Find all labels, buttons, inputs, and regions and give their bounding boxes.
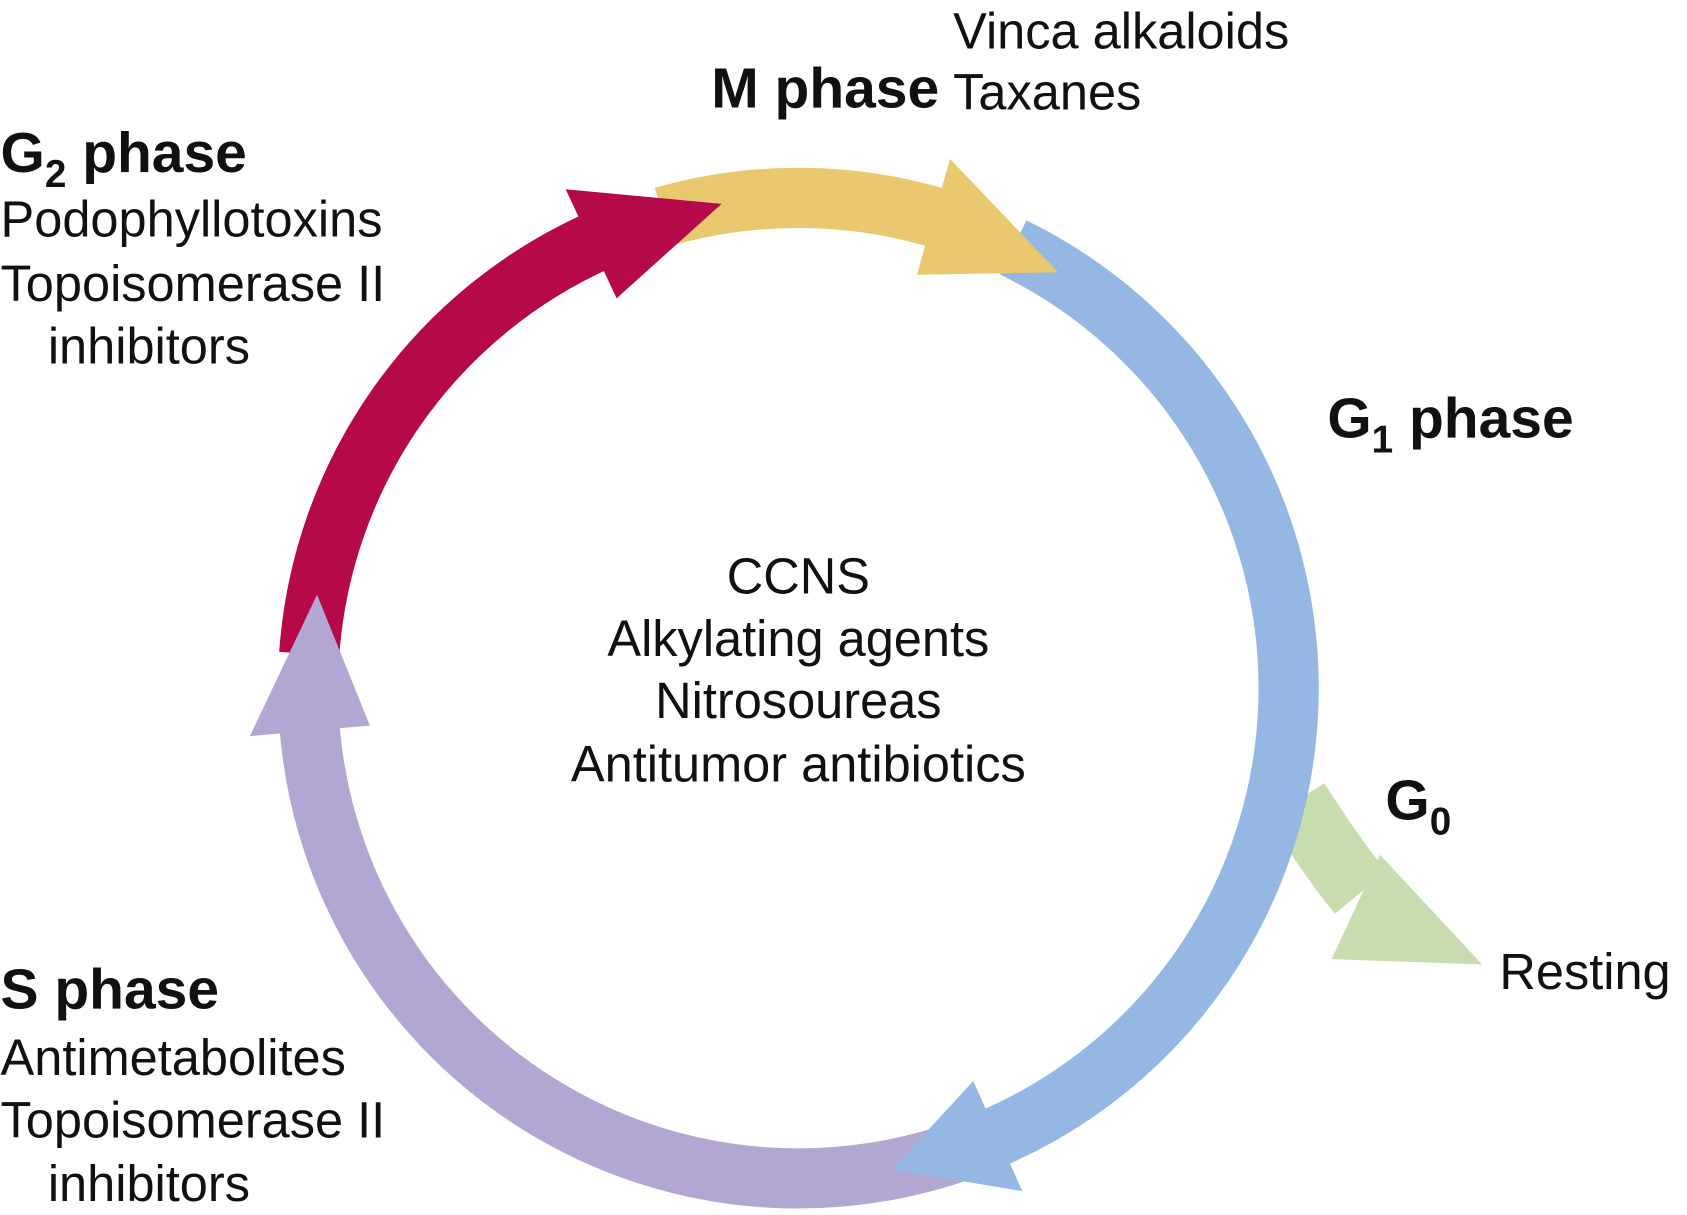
center-line-2: Alkylating agents (607, 610, 989, 667)
g2-phase-arrowhead (565, 189, 722, 299)
s-phase-arrowhead (249, 594, 370, 737)
g2-phase-drug-2: Topoisomerase II (1, 255, 386, 312)
s-phase-drug-1: Antimetabolites (1, 1029, 346, 1086)
m-phase-drug-1: Vinca alkaloids (953, 2, 1289, 59)
m-phase-drug-2: Taxanes (953, 64, 1141, 121)
center-line-4: Antitumor antibiotics (571, 736, 1026, 793)
g0-resting-label: Resting (1499, 943, 1670, 1000)
g2-phase-drug-1: Podophyllotoxins (1, 191, 383, 248)
center-line-1: CCNS (727, 548, 870, 605)
center-line-3: Nitrosoureas (655, 672, 941, 729)
g2-phase-drug-3: inhibitors (48, 317, 250, 374)
s-phase-arc (279, 720, 994, 1209)
g2-phase-title: G2 phase (1, 121, 247, 196)
m-phase-arrowhead (916, 158, 1059, 275)
g1-phase-arrowhead (891, 1081, 1023, 1192)
s-phase-drug-3: inhibitors (48, 1155, 250, 1212)
s-phase-title: S phase (1, 958, 219, 1022)
g0-arrow-band (1268, 783, 1387, 914)
m-phase-title: M phase (711, 57, 939, 121)
g1-phase-arc (978, 220, 1319, 1168)
g0-title: G0 (1385, 768, 1451, 843)
g0-arrow-head (1331, 854, 1483, 965)
g1-phase-title: G1 phase (1327, 387, 1573, 462)
s-phase-drug-2: Topoisomerase II (1, 1092, 386, 1149)
g2-phase-arc (279, 212, 612, 657)
